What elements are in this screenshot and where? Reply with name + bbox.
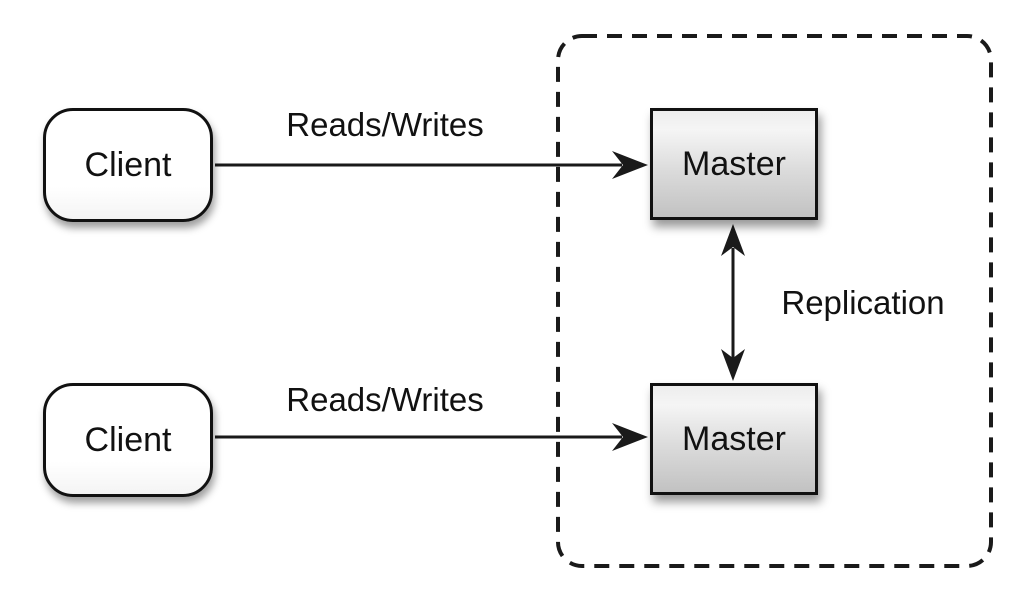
edge-label-reads-writes-top: Reads/Writes — [286, 106, 484, 143]
node-client-bottom: Client — [43, 383, 213, 497]
node-client-top: Client — [43, 108, 213, 222]
node-master-bottom: Master — [650, 383, 818, 495]
node-master-bottom-label: Master — [682, 419, 786, 458]
node-client-bottom-label: Client — [84, 420, 172, 459]
arrowhead-right-icon — [612, 423, 648, 451]
arrowhead-down-icon — [721, 349, 745, 381]
edge-label-replication: Replication — [781, 284, 945, 321]
arrowhead-right-icon — [612, 151, 648, 179]
edge-label-reads-writes-bottom: Reads/Writes — [286, 381, 484, 418]
node-master-top-label: Master — [682, 144, 786, 183]
arrow-client-bottom-to-master-bottom — [215, 423, 648, 451]
arrowhead-up-icon — [721, 224, 745, 256]
replication-group-dashed-border — [556, 34, 993, 568]
arrow-client-top-to-master-top — [215, 151, 648, 179]
node-master-top: Master — [650, 108, 818, 220]
node-client-top-label: Client — [84, 145, 172, 184]
arrow-replication-two-way — [721, 224, 745, 381]
